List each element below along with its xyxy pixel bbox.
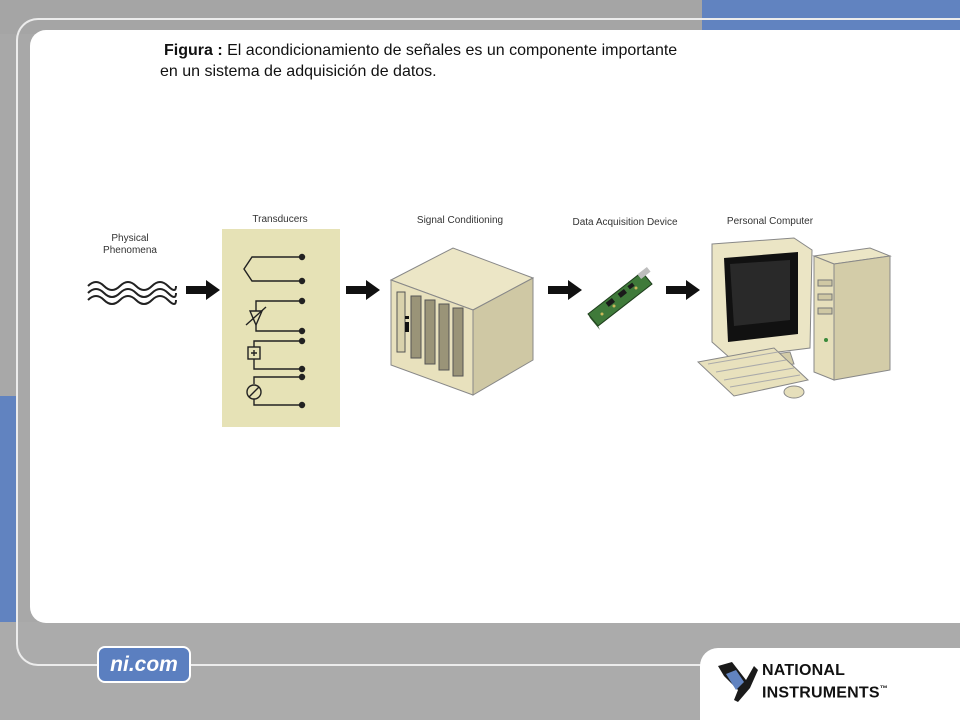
left-accent-bar [0, 396, 16, 634]
stage-label-line: Physical [111, 233, 149, 244]
figure-caption: Figura : El acondicionamiento de señales… [160, 40, 800, 82]
transducers-panel [222, 229, 340, 427]
stage-label-data-acquisition-device: Data Acquisition Device [555, 217, 695, 229]
stage-label-line: Data Acquisition Device [572, 217, 678, 228]
stage-label-line: Personal Computer [726, 216, 814, 227]
flow-arrow-icon [346, 280, 380, 300]
top-accent-bar [702, 0, 960, 32]
slide-frame [16, 18, 960, 666]
stage-label-line: Signal Conditioning [416, 215, 504, 226]
daq-board-icon [587, 266, 653, 330]
stage-label-line: Phenomena [103, 245, 157, 256]
caption-line-2: en un sistema de adquisición de datos. [160, 63, 437, 80]
signal-conditioning-chassis [389, 247, 535, 396]
brand-name: INSTRUMENTS [762, 684, 880, 702]
trademark-symbol: ™ [879, 684, 888, 693]
personal-computer-icon [696, 237, 892, 399]
caption-line-1: El acondicionamiento de señales es un co… [227, 42, 678, 59]
brand-line-2: INSTRUMENTS™ [762, 680, 888, 702]
waves-icon [87, 281, 177, 305]
stage-label-line: Transducers [252, 214, 308, 225]
flow-arrow-icon [666, 280, 700, 300]
brand-wordmark: NATIONAL INSTRUMENTS™ [762, 662, 888, 702]
eagle-logo-icon [718, 662, 758, 702]
stage-label-personal-computer: Personal Computer [710, 216, 830, 228]
flow-arrow-icon [548, 280, 582, 300]
brand-line-1: NATIONAL [762, 662, 846, 679]
ni-com-badge[interactable]: ni.com [97, 646, 191, 683]
flow-arrow-icon [186, 280, 220, 300]
stage-label-signal-conditioning: Signal Conditioning [395, 215, 525, 227]
caption-label: Figura : [164, 42, 223, 59]
stage-label-physical-phenomena: Physical Phenomena [90, 233, 170, 257]
stage-label-transducers: Transducers [225, 214, 335, 226]
